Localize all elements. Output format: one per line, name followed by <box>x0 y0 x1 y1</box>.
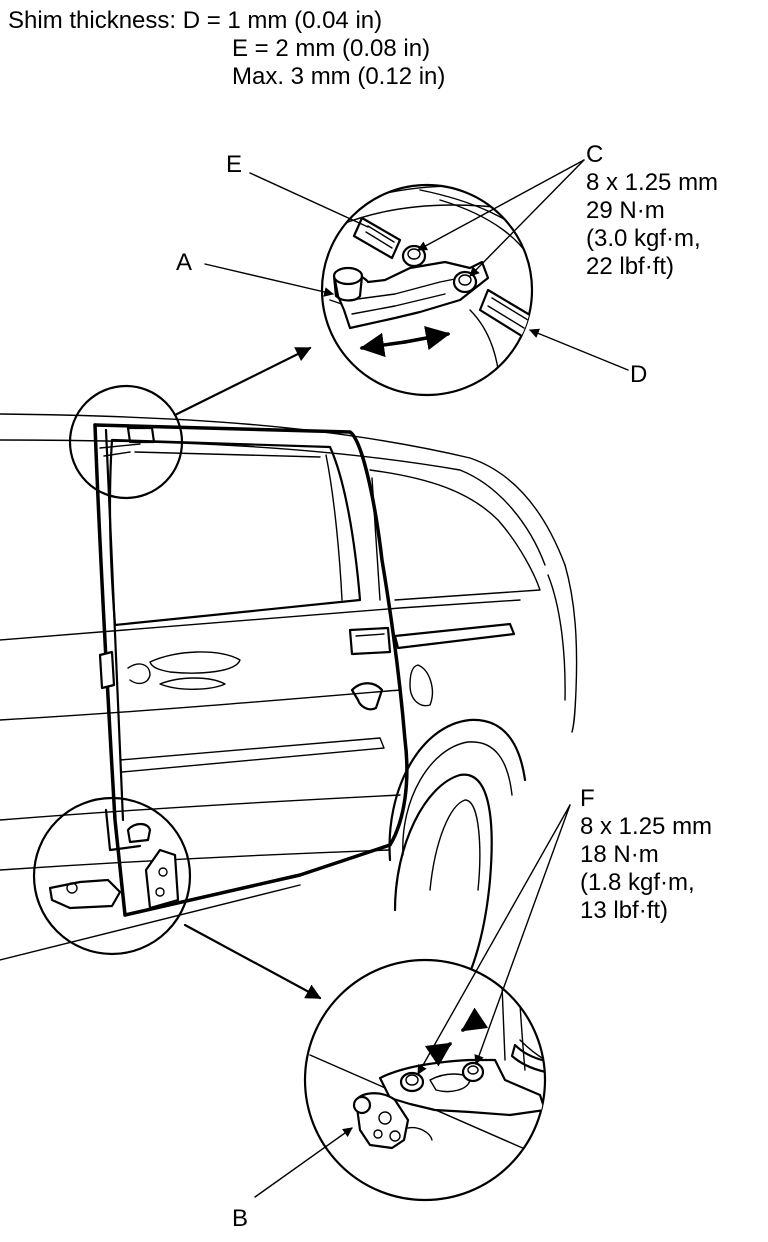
torque-f-bolt-size: 8 x 1.25 mm <box>580 813 713 840</box>
callout-a: A <box>176 249 193 276</box>
upper-detail-circle <box>68 384 184 500</box>
leader-c-2 <box>469 159 585 277</box>
torque-f-kgfm: (1.8 kgf·m, <box>580 869 695 896</box>
callout-d: D <box>630 361 648 388</box>
torque-c-nm: 29 N·m <box>586 197 665 224</box>
torque-c-bolt-size: 8 x 1.25 mm <box>586 169 719 196</box>
sliding-door <box>93 423 409 917</box>
lower-detail-circle <box>32 796 192 956</box>
leader-e <box>249 172 369 228</box>
shim-spec-line-1: Shim thickness: D = 1 mm (0.04 in) <box>8 7 383 34</box>
callout-e: E <box>226 151 243 178</box>
callout-b: B <box>232 1205 249 1232</box>
callout-f: F <box>580 785 595 812</box>
lower-enlarged-view <box>303 958 547 1202</box>
leader-c-1 <box>417 159 585 251</box>
shim-spec-line-2: E = 2 mm (0.08 in) <box>232 35 431 62</box>
upper-enlarged-view <box>320 183 534 397</box>
bolt-f-left <box>399 1071 425 1093</box>
torque-c-lbfft: 22 lbf·ft) <box>586 253 675 280</box>
leader-d <box>529 328 629 371</box>
bolt-c-right <box>452 270 478 294</box>
torque-f-lbfft: 13 lbf·ft) <box>580 897 669 924</box>
leader-f-2 <box>474 804 571 1065</box>
lower-zoom-arrow <box>183 923 322 1000</box>
bolt-c-left <box>401 244 427 268</box>
torque-c-kgfm: (3.0 kgf·m, <box>586 225 701 252</box>
bolt-f-right <box>461 1061 485 1083</box>
shim-spec-line-3: Max. 3 mm (0.12 in) <box>232 63 446 90</box>
leader-f-1 <box>417 804 571 1075</box>
torque-f-nm: 18 N·m <box>580 841 659 868</box>
upper-zoom-arrow <box>173 346 312 417</box>
leader-a <box>204 263 334 297</box>
callout-c: C <box>586 141 604 168</box>
leader-b <box>254 1127 353 1198</box>
